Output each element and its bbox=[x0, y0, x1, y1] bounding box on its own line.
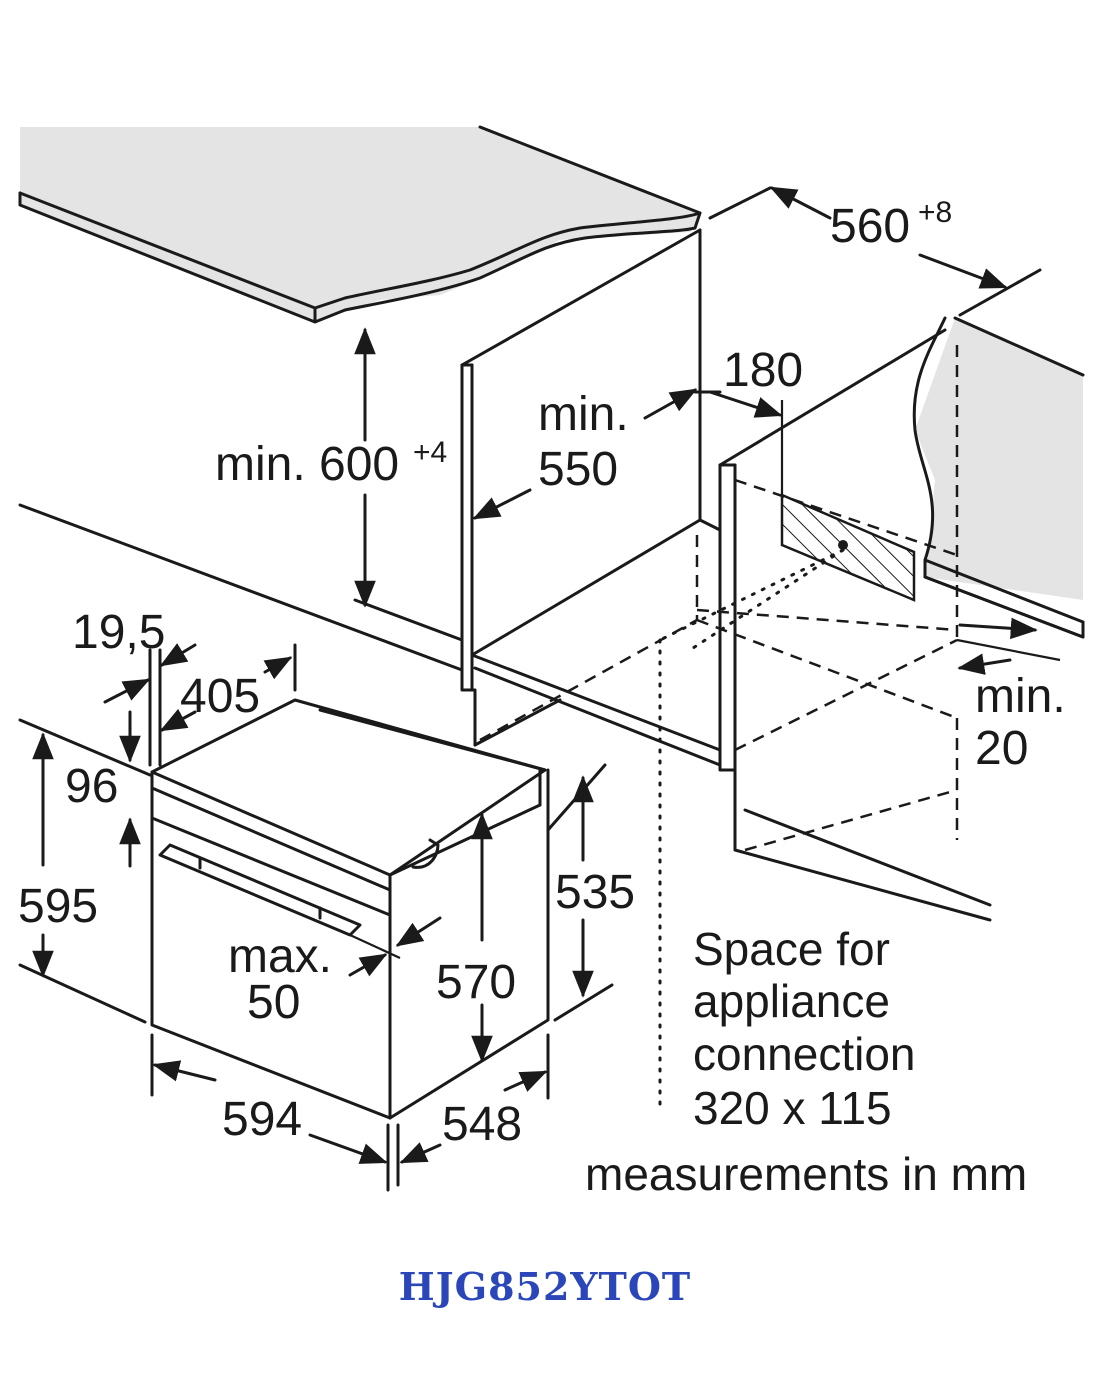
label-560-tolerance: +8 bbox=[918, 196, 952, 229]
model-number: HJG852YTOT bbox=[399, 1264, 691, 1309]
dimension-labels: 560 +8 min. 600 +4 min. 550 180 min. 20 … bbox=[18, 196, 1066, 1151]
label-min-550-a: min. bbox=[538, 388, 629, 441]
countertop-left bbox=[18, 125, 702, 324]
cabinet-niche bbox=[18, 186, 1042, 1107]
label-548: 548 bbox=[442, 1098, 522, 1151]
label-max-50-b: 50 bbox=[247, 976, 300, 1029]
oven bbox=[150, 698, 550, 1120]
dimension-lines bbox=[18, 186, 1061, 1192]
note-space-line-3: connection bbox=[693, 1028, 916, 1080]
label-max-50-a: max. bbox=[228, 930, 332, 983]
label-594: 594 bbox=[222, 1093, 302, 1146]
label-595: 595 bbox=[18, 880, 98, 933]
label-570: 570 bbox=[436, 956, 516, 1009]
label-560: 560 bbox=[830, 200, 910, 253]
label-min-20-b: 20 bbox=[975, 722, 1028, 775]
label-min-20-a: min. bbox=[975, 670, 1066, 723]
note-space-line-4: 320 x 115 bbox=[693, 1082, 892, 1134]
note-space-line-2: appliance bbox=[693, 975, 890, 1027]
countertop-right bbox=[912, 316, 1085, 639]
label-180: 180 bbox=[723, 344, 803, 397]
label-min-550-b: 550 bbox=[538, 443, 618, 496]
note-units: measurements in mm bbox=[585, 1148, 1027, 1200]
note-space-line-1: Space for bbox=[693, 923, 890, 975]
label-405: 405 bbox=[180, 670, 260, 723]
label-19-5: 19,5 bbox=[72, 606, 165, 659]
label-600-tolerance: +4 bbox=[413, 436, 447, 469]
label-535: 535 bbox=[555, 866, 635, 919]
notes: Space for appliance connection 320 x 115… bbox=[585, 923, 1027, 1200]
label-min-600: min. 600 bbox=[215, 438, 399, 491]
label-96: 96 bbox=[65, 760, 118, 813]
